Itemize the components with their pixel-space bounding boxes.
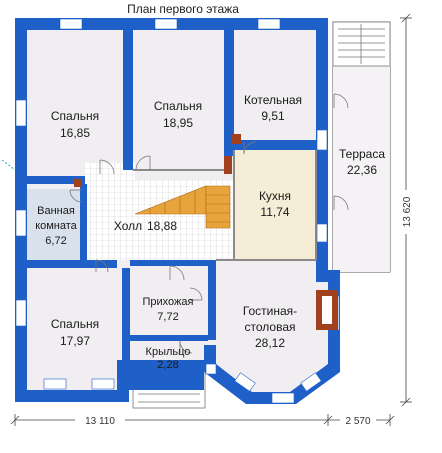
room-area-bedroom-2: 18,95 [163, 116, 193, 130]
room-area-bedroom-1: 16,85 [60, 126, 90, 140]
room-area-hall: 18,88 [147, 219, 177, 233]
room-area-living: 28,12 [255, 336, 285, 350]
partitions [133, 150, 317, 261]
room-area-boiler: 9,51 [261, 109, 285, 123]
room-name-hall: Холл [114, 219, 142, 233]
dimension-labels: 13 110 2 570 13 620 [75, 190, 413, 427]
room-name-bathroom-2: комната [35, 220, 77, 232]
kitchen-floor [235, 150, 316, 260]
room-name-bedroom-1: Спальня [51, 109, 99, 123]
bathroom-floor [27, 189, 85, 260]
dim-width-terrace: 2 570 [345, 416, 370, 427]
staircase [134, 185, 231, 229]
room-name-bedroom-2: Спальня [154, 99, 202, 113]
terrace-steps [332, 21, 391, 67]
room-name-bedroom-3: Спальня [51, 317, 99, 331]
room-name-living-2: столовая [245, 320, 296, 334]
dim-height: 13 620 [402, 196, 413, 227]
room-area-bathroom: 6,72 [45, 235, 66, 247]
room-name-porch: Крыльцо [146, 346, 191, 358]
room-name-entrance: Прихожая [143, 296, 194, 308]
room-area-kitchen: 11,74 [260, 205, 289, 219]
chimneys [74, 134, 338, 330]
room-area-porch: 2,28 [157, 359, 178, 371]
interior-walls [27, 30, 316, 360]
room-name-bathroom: Ванная [37, 205, 75, 217]
room-area-terrace: 22,36 [347, 163, 377, 177]
room-name-kitchen: Кухня [259, 189, 291, 203]
room-area-entrance: 7,72 [157, 311, 178, 323]
room-name-living: Гостиная- [243, 304, 297, 318]
entry-arrow [1, 159, 16, 171]
room-labels: Спальня 16,85 Спальня 18,95 Котельная 9,… [35, 93, 385, 371]
room-name-terrace: Терраса [339, 147, 385, 161]
room-name-boiler: Котельная [244, 93, 302, 107]
room-area-bedroom-3: 17,97 [60, 334, 90, 348]
title: План первого этажа [127, 2, 239, 16]
door-swings [69, 93, 349, 354]
dim-width-main: 13 110 [85, 416, 115, 427]
terrace [332, 21, 391, 273]
windows [15, 18, 340, 404]
